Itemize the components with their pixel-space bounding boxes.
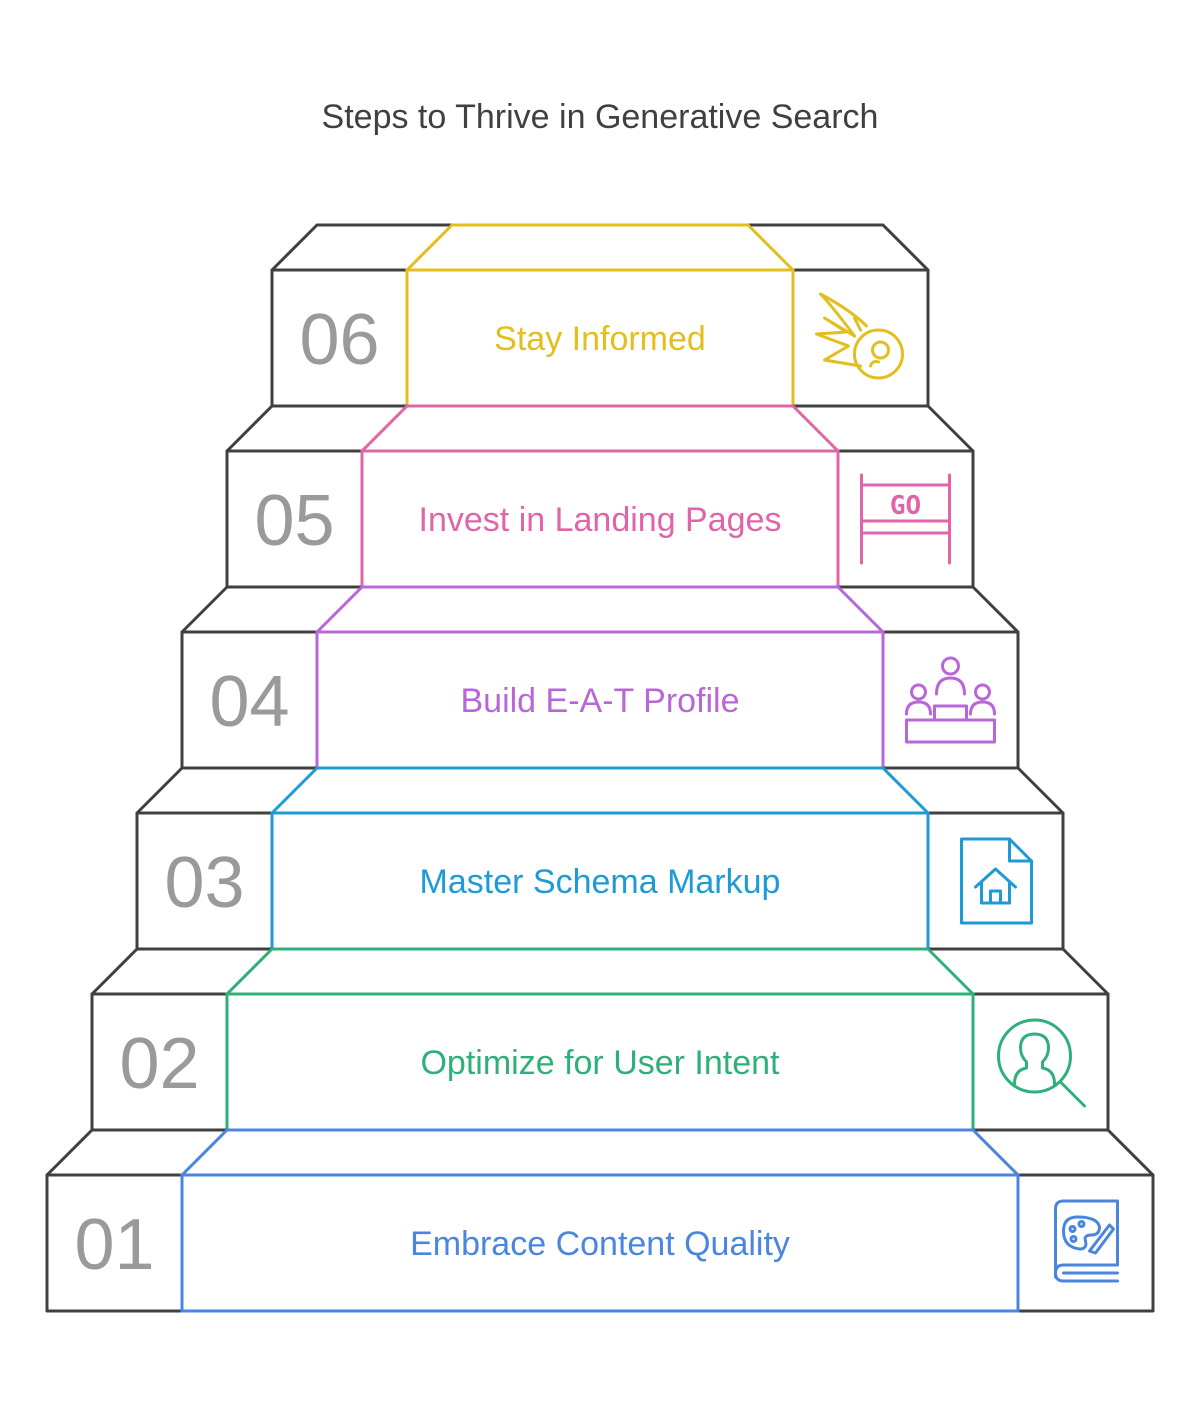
step-number: 01 <box>74 1205 154 1285</box>
step-number: 02 <box>119 1024 199 1104</box>
step-tread <box>315 585 885 634</box>
step-label: Stay Informed <box>494 320 706 358</box>
comet-icon <box>815 292 904 380</box>
step-label: Build E-A-T Profile <box>460 682 739 720</box>
step-number: 03 <box>164 843 244 923</box>
step-label: Invest in Landing Pages <box>419 501 782 539</box>
step-riser <box>180 1173 1020 1313</box>
step-tread <box>405 223 795 272</box>
home-document-icon <box>960 837 1033 925</box>
step-tread <box>180 1128 1020 1177</box>
step-01: 01 Embrace Content Quality <box>45 1128 1155 1313</box>
step-riser <box>315 630 885 770</box>
step-riser <box>225 992 975 1132</box>
step-label: Optimize for User Intent <box>420 1044 780 1082</box>
step-number: 06 <box>299 300 379 380</box>
go-banner-icon: GO <box>860 473 951 565</box>
step-number: 04 <box>209 662 289 742</box>
step-tread <box>360 404 840 453</box>
page-title: Steps to Thrive in Generative Search <box>322 98 879 136</box>
step-04: 04 Build E-A-T Profile <box>180 585 1020 770</box>
step-label: Master Schema Markup <box>420 863 781 901</box>
step-riser <box>270 811 930 951</box>
step-03: 03 Master Schema Markup <box>135 766 1065 951</box>
user-search-icon <box>997 1018 1086 1108</box>
step-05: 05 Invest in Landing Pages GO <box>225 404 975 589</box>
step-riser <box>360 449 840 589</box>
step-06: 06 Stay Informed <box>270 223 930 408</box>
go-banner-text: GO <box>890 491 921 521</box>
step-tread <box>270 766 930 815</box>
step-tread <box>225 947 975 996</box>
step-02: 02 Optimize for User Intent <box>90 947 1110 1132</box>
steps-layer: 06 Stay Informed 05 Invest in Landing Pages… <box>45 223 1155 1313</box>
step-number: 05 <box>254 481 334 561</box>
podium-icon <box>905 656 996 744</box>
step-label: Embrace Content Quality <box>410 1225 790 1263</box>
paint-book-icon <box>1054 1199 1119 1283</box>
